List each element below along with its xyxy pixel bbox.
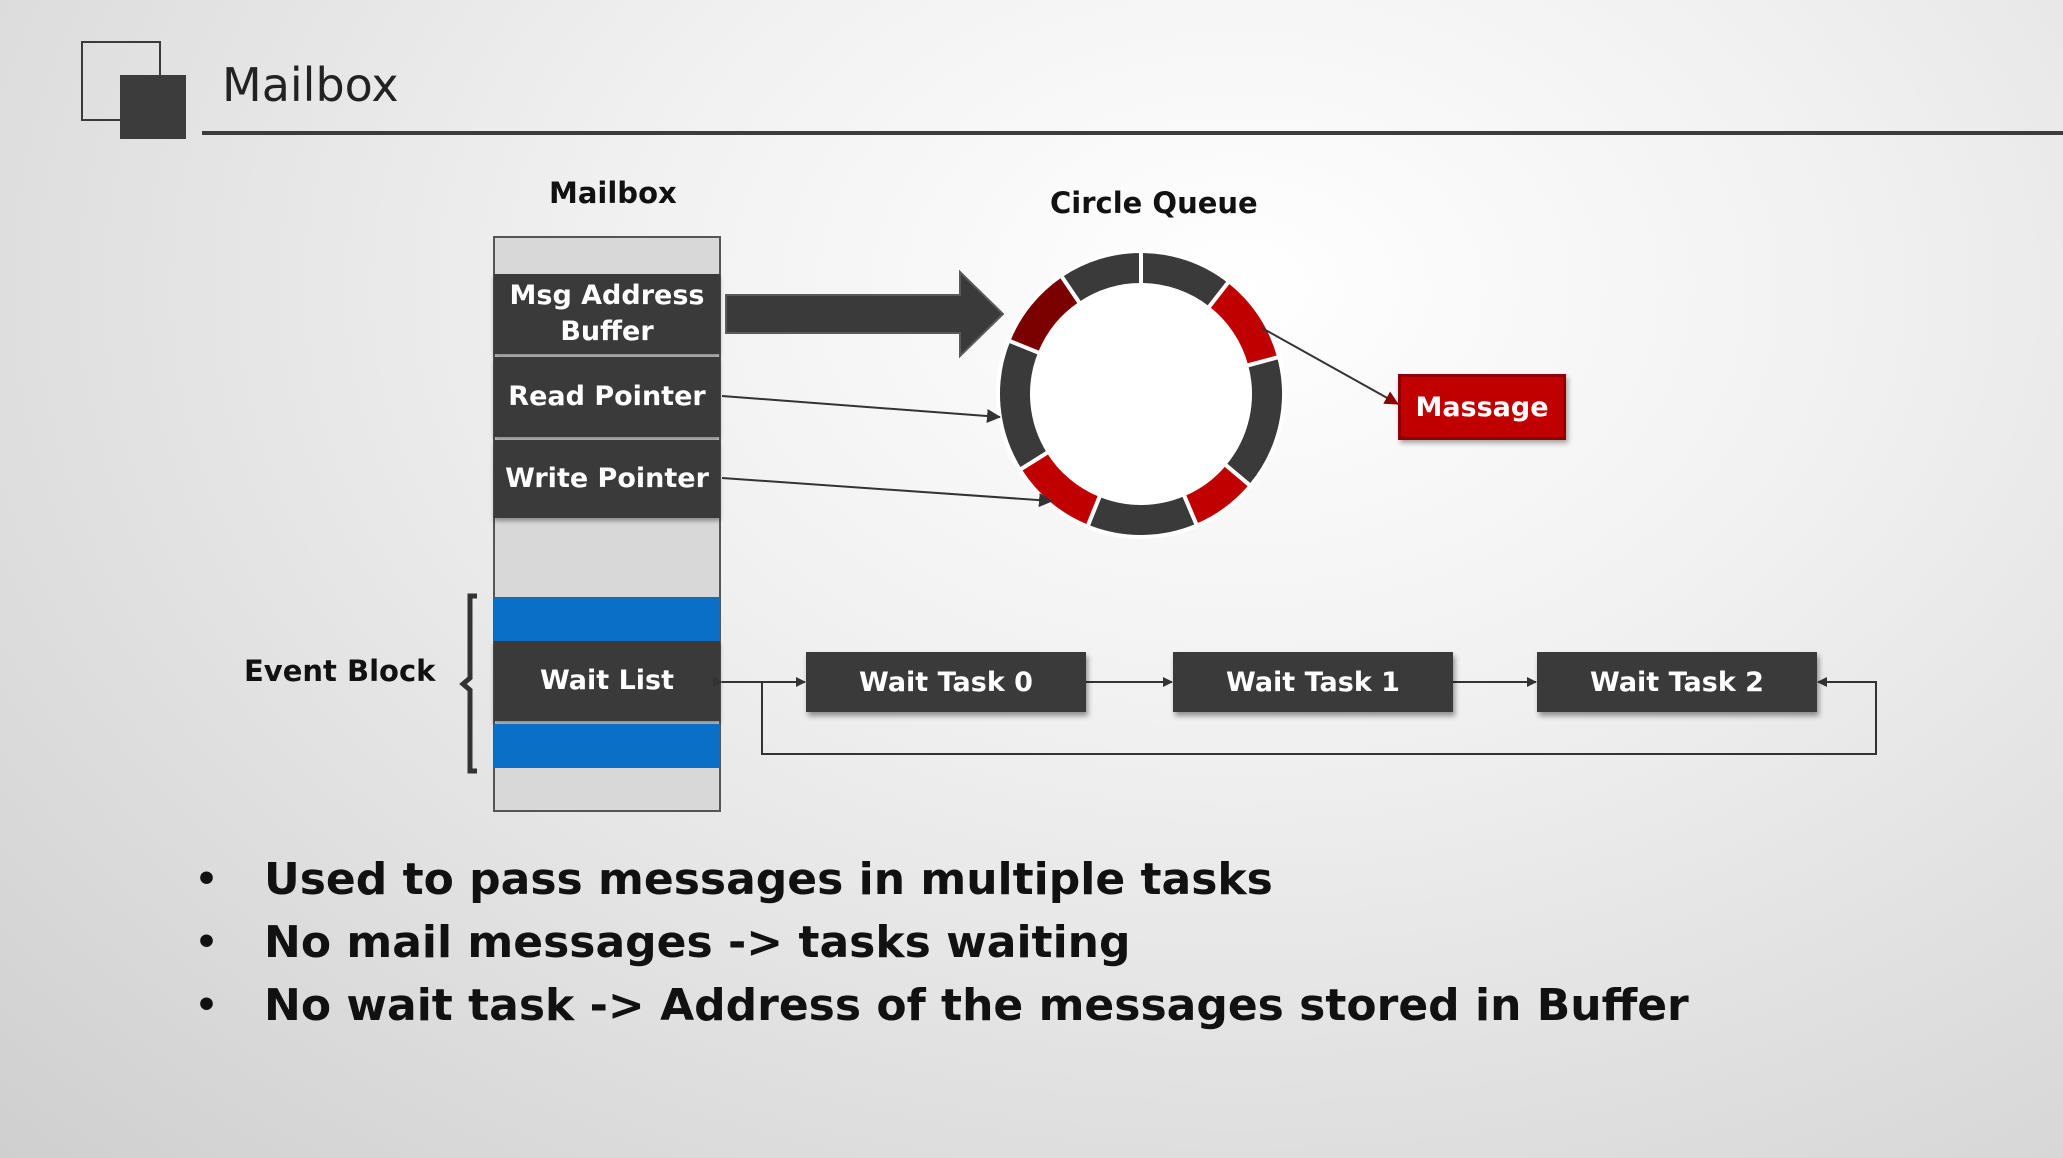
- bullet-item: • Used to pass messages in multiple tasks: [195, 848, 1689, 911]
- read-pointer-cell: Read Pointer: [494, 357, 720, 437]
- bullet-dot-icon: •: [195, 922, 219, 963]
- write-pointer-cell: Write Pointer: [494, 440, 720, 518]
- event-block-bracket: [459, 593, 477, 774]
- wait-task-2: Wait Task 2: [1537, 652, 1817, 712]
- slide-title: Mailbox: [222, 58, 399, 112]
- wait-task-1: Wait Task 1: [1173, 652, 1453, 712]
- write-pointer-arrow: [721, 477, 1053, 508]
- bullet-item: • No mail messages -> tasks waiting: [195, 911, 1689, 974]
- wait-task-0: Wait Task 0: [806, 652, 1086, 712]
- event-block-top-bar: [494, 597, 720, 641]
- circle-queue-header: Circle Queue: [1050, 186, 1258, 220]
- bullet-text: No mail messages -> tasks waiting: [264, 917, 1131, 968]
- ring-center: [1034, 287, 1248, 501]
- return-loop-line: [761, 677, 1877, 755]
- circle-queue-ring: [996, 248, 1286, 539]
- bullet-text: No wait task -> Address of the messages …: [264, 980, 1689, 1031]
- message-arrow: [1261, 327, 1399, 405]
- mailbox-header: Mailbox: [549, 176, 677, 210]
- msg-address-buffer-cell: Msg Address Buffer: [494, 274, 720, 354]
- bullet-dot-icon: •: [195, 985, 219, 1026]
- event-block-bottom-bar: [494, 724, 720, 768]
- message-box: Massage: [1398, 374, 1566, 440]
- bullet-list: • Used to pass messages in multiple tasks…: [195, 848, 1689, 1037]
- logo-square: [120, 75, 186, 139]
- event-block-label: Event Block: [244, 654, 436, 688]
- bullet-dot-icon: •: [195, 859, 219, 900]
- big-block-arrow: [725, 269, 1005, 359]
- read-pointer-arrow: [721, 395, 1001, 424]
- bullet-item: • No wait task -> Address of the messages…: [195, 974, 1689, 1037]
- wait-list-cell: Wait List: [494, 641, 720, 721]
- ring-segment-8: [1058, 248, 1143, 307]
- bullet-text: Used to pass messages in multiple tasks: [264, 854, 1273, 905]
- title-divider: [202, 131, 2063, 135]
